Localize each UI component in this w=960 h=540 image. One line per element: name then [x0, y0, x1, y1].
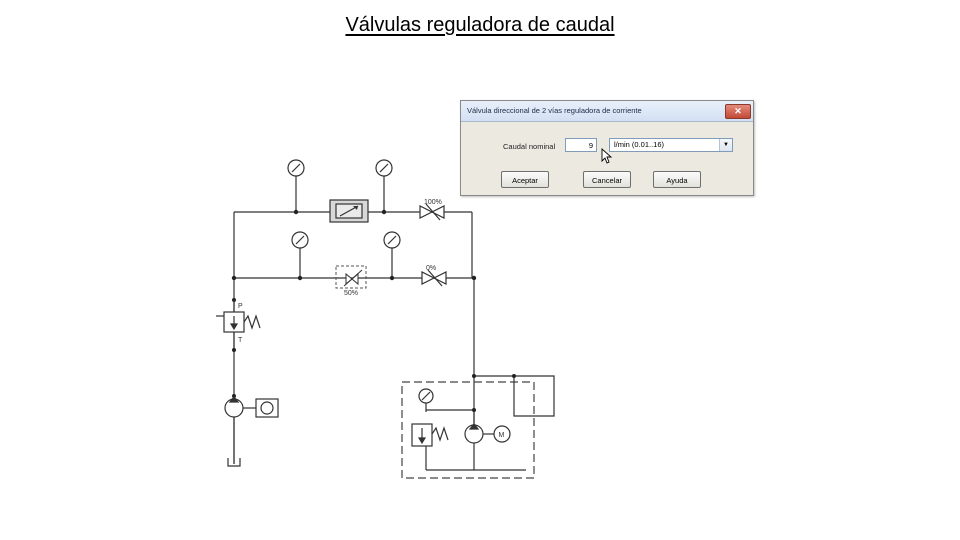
label-0: 0%	[426, 265, 436, 272]
flow-valve-dialog: Válvula direccional de 2 vías reguladora…	[460, 100, 754, 196]
help-button[interactable]: Ayuda	[653, 171, 701, 188]
label-100: 100%	[424, 199, 442, 206]
nominal-flow-input[interactable]: 9	[565, 138, 597, 152]
throttle-valve-icon	[419, 203, 445, 221]
motor-label: M	[499, 432, 505, 439]
return-loop-line	[513, 375, 555, 417]
label-50: 50%	[344, 290, 358, 297]
pressure-gauge-icon	[291, 231, 309, 249]
power-unit-group	[401, 381, 535, 479]
pressure-gauge-icon	[383, 231, 401, 249]
hydraulic-pump-icon	[464, 423, 484, 444]
tank-icon	[227, 417, 241, 467]
chevron-down-icon[interactable]: ▼	[719, 139, 732, 151]
port-t-label: T	[238, 337, 243, 344]
cancel-button[interactable]: Cancelar	[583, 171, 631, 188]
dialog-title: Válvula direccional de 2 vías reguladora…	[467, 106, 642, 115]
dialog-titlebar[interactable]: Válvula direccional de 2 vías reguladora…	[461, 101, 753, 122]
mouse-cursor-icon	[601, 148, 613, 164]
electric-motor-icon	[243, 398, 279, 418]
close-button[interactable]: ✕	[725, 104, 751, 119]
slide-title: Válvulas reguladora de caudal	[345, 14, 615, 36]
pressure-relief-valve-icon	[216, 300, 261, 348]
unit-select[interactable]: l/min (0.01..16) ▼	[609, 138, 733, 152]
hydraulic-circuit-diagram: 100% 50% 0% P T	[216, 159, 555, 479]
ok-button[interactable]: Aceptar	[501, 171, 549, 188]
port-p-label: P	[238, 303, 243, 310]
pressure-relief-valve-icon	[411, 423, 449, 447]
pressure-compensated-valve-icon	[335, 265, 367, 289]
flow-control-valve-icon	[329, 199, 369, 223]
pressure-gauge-icon	[418, 388, 434, 404]
pressure-gauge-icon	[375, 159, 393, 177]
hydraulic-pump-icon	[224, 396, 244, 418]
throttle-valve-icon	[421, 269, 447, 287]
electric-motor-icon	[483, 425, 511, 443]
unit-select-value: l/min (0.01..16)	[614, 140, 665, 149]
pressure-gauge-icon	[287, 159, 305, 177]
nominal-flow-label: Caudal nominal	[503, 142, 556, 151]
